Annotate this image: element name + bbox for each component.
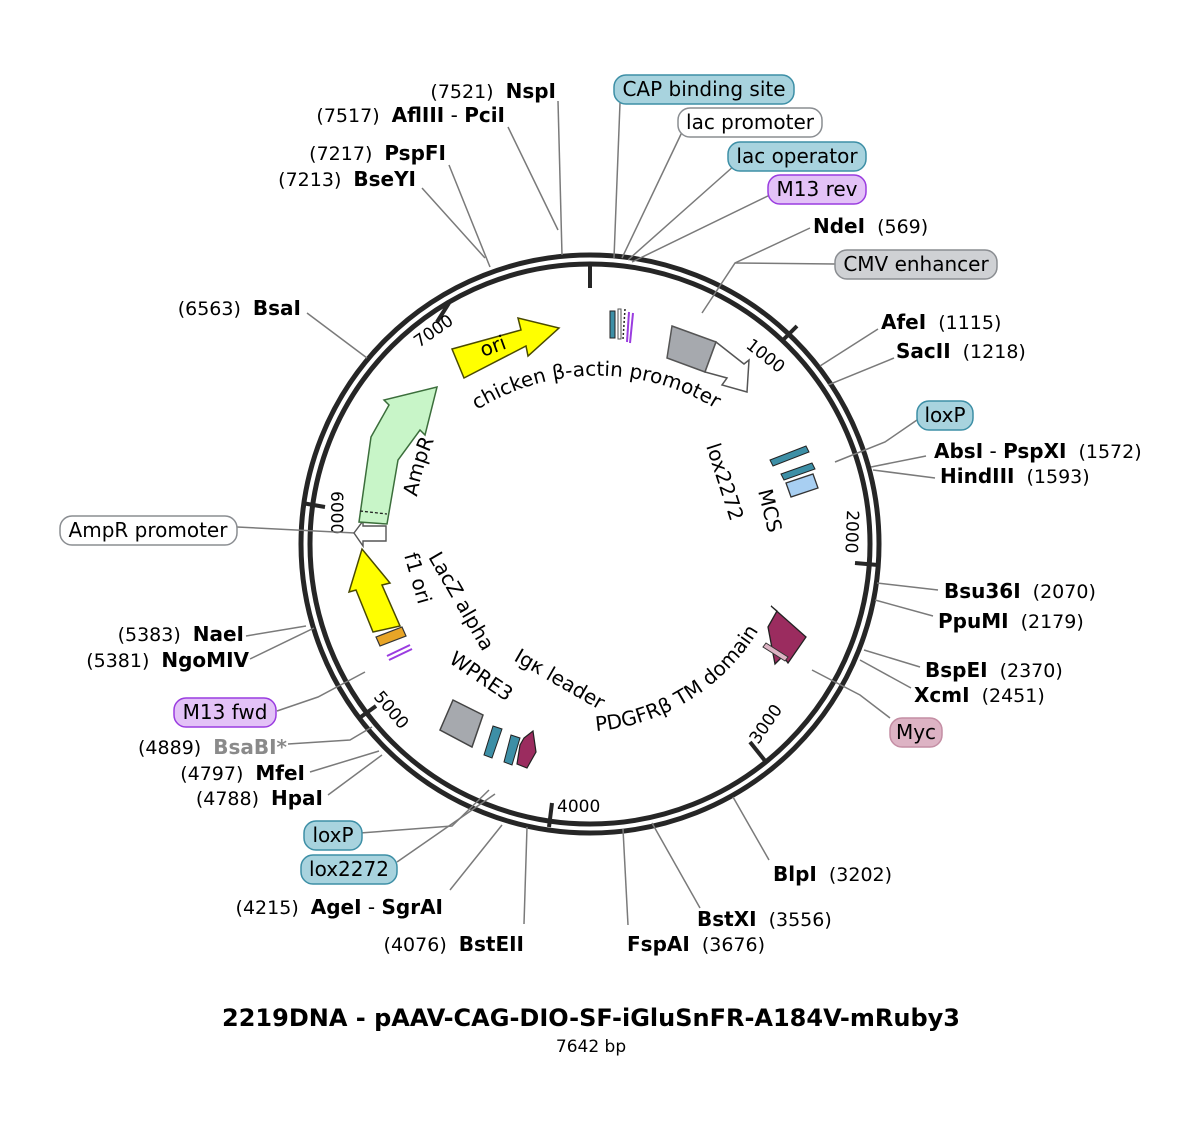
svg-text:lac operator: lac operator [736, 144, 858, 168]
leader-lines [236, 100, 939, 926]
f1-ori-feature[interactable] [347, 547, 402, 633]
tag-m13-fwd[interactable]: M13 fwd [173, 697, 277, 728]
site-ppumi[interactable]: PpuMI(2179) [938, 609, 1084, 633]
loxp-feature-top[interactable] [769, 445, 810, 467]
tag-ampr-promoter[interactable]: AmpR promoter [59, 515, 238, 546]
svg-text:CMV enhancer: CMV enhancer [843, 252, 989, 276]
tick-label-7000: 7000 [410, 311, 457, 352]
svg-text:M13 fwd: M13 fwd [183, 700, 268, 724]
wpre3-label: WPRE3 [445, 646, 517, 706]
site-absi-pspxi[interactable]: AbsI - PspXI(1572) [934, 439, 1142, 463]
site-bsteii[interactable]: (4076)BstEII [384, 932, 524, 956]
site-bsai[interactable]: (6563)BsaI [178, 296, 301, 320]
ori-feature[interactable] [450, 316, 561, 380]
lox2272-feature-bottom[interactable] [503, 734, 521, 766]
site-agei-sgrai[interactable]: (4215)AgeI - SgrAI [236, 895, 443, 919]
svg-text:Myc: Myc [896, 720, 936, 744]
site-ngomiv[interactable]: (5381)NgoMIV [86, 648, 249, 672]
mcs-label: MCS [753, 486, 787, 534]
myc-feature[interactable] [762, 642, 789, 662]
feature-tags: CAP binding site lac promoter lac operat… [59, 74, 998, 885]
tag-lac-operator[interactable]: lac operator [727, 141, 867, 172]
site-mfei[interactable]: (4797)MfeI [180, 761, 305, 785]
plasmid-backbone [298, 252, 882, 836]
tag-m13-rev[interactable]: M13 rev [767, 174, 867, 205]
igk-leader-feature[interactable] [516, 729, 537, 769]
site-sacii[interactable]: SacII(1218) [896, 339, 1026, 363]
inner-features [347, 308, 819, 769]
tick-label-3000: 3000 [746, 701, 787, 748]
restriction-sites: (7521)NspI (7517)AflIII - PciI (7217)Psp… [86, 79, 1141, 956]
pdgfr-tm-feature[interactable] [767, 605, 807, 666]
lox2272-label: lox2272 [701, 440, 749, 523]
site-afei[interactable]: AfeI(1115) [881, 310, 1001, 334]
svg-text:CAP binding site: CAP binding site [622, 77, 785, 101]
tag-loxp-top[interactable]: loxP [916, 400, 974, 431]
tick-label-6000: 6000 [326, 491, 346, 534]
cba-promoter-feature[interactable] [704, 340, 750, 393]
site-naei[interactable]: (5383)NaeI [118, 622, 244, 646]
lacz-alpha-label: LacZ alpha [424, 548, 500, 655]
feature-labels: ori chicken β-actin promoter AmpR lox227… [398, 330, 787, 736]
igk-leader-label: Igκ leader [511, 644, 610, 715]
svg-text:loxP: loxP [312, 823, 353, 847]
site-ndei[interactable]: NdeI(569) [813, 214, 928, 238]
plasmid-size: 7642 bp [556, 1037, 626, 1057]
tick-label-4000: 4000 [557, 797, 600, 817]
lox2272-feature-top[interactable] [780, 462, 816, 481]
svg-text:M13 rev: M13 rev [777, 177, 858, 201]
ampr-feature[interactable] [358, 385, 439, 525]
site-bspei[interactable]: BspEI(2370) [925, 658, 1063, 682]
loxp-feature-bottom[interactable] [483, 725, 503, 759]
m13-fwd-mark [386, 644, 411, 657]
svg-text:AmpR promoter: AmpR promoter [69, 518, 229, 542]
lacz-alpha-feature[interactable] [375, 626, 407, 647]
tag-cmv-enhancer[interactable]: CMV enhancer [834, 249, 998, 280]
plasmid-title: 2219DNA - pAAV-CAG-DIO-SF-iGluSnFR-A184V… [222, 1004, 960, 1032]
site-xcmi[interactable]: XcmI(2451) [914, 683, 1045, 707]
lac-features[interactable] [609, 308, 634, 344]
tag-myc[interactable]: Myc [889, 717, 943, 748]
tag-lac-promoter[interactable]: lac promoter [677, 107, 823, 138]
wpre3-feature[interactable] [439, 698, 484, 749]
site-pspfi[interactable]: (7217)PspFI [309, 141, 446, 165]
site-bstxi[interactable]: BstXI(3556) [697, 907, 832, 931]
ampr-promoter-feature[interactable] [353, 518, 387, 549]
svg-text:loxP: loxP [924, 403, 965, 427]
svg-text:lac promoter: lac promoter [686, 110, 815, 134]
tick-label-2000: 2000 [840, 510, 861, 554]
scale-ticks [301, 264, 879, 828]
site-hpai[interactable]: (4788)HpaI [196, 786, 323, 810]
tag-loxp-bottom[interactable]: loxP [303, 820, 363, 851]
svg-text:lox2272: lox2272 [309, 857, 389, 881]
site-fspai[interactable]: FspAI(3676) [627, 932, 765, 956]
site-bsabi[interactable]: (4889)BsaBI* [138, 735, 288, 759]
site-hindiii[interactable]: HindIII(1593) [940, 464, 1090, 488]
tag-cap-binding-site[interactable]: CAP binding site [613, 74, 795, 105]
site-bseyi[interactable]: (7213)BseYI [278, 167, 416, 191]
mcs-feature[interactable] [785, 473, 819, 498]
pdgfr-tm-label: PDGFRβ TM domain [594, 620, 763, 736]
site-blpi[interactable]: BlpI(3202) [773, 862, 892, 886]
site-afliii-pcii[interactable]: (7517)AflIII - PciI [316, 103, 505, 127]
site-bsu36i[interactable]: Bsu36I(2070) [944, 579, 1096, 603]
tag-lox2272-bottom[interactable]: lox2272 [300, 854, 398, 885]
site-nspi[interactable]: (7521)NspI [430, 79, 556, 103]
